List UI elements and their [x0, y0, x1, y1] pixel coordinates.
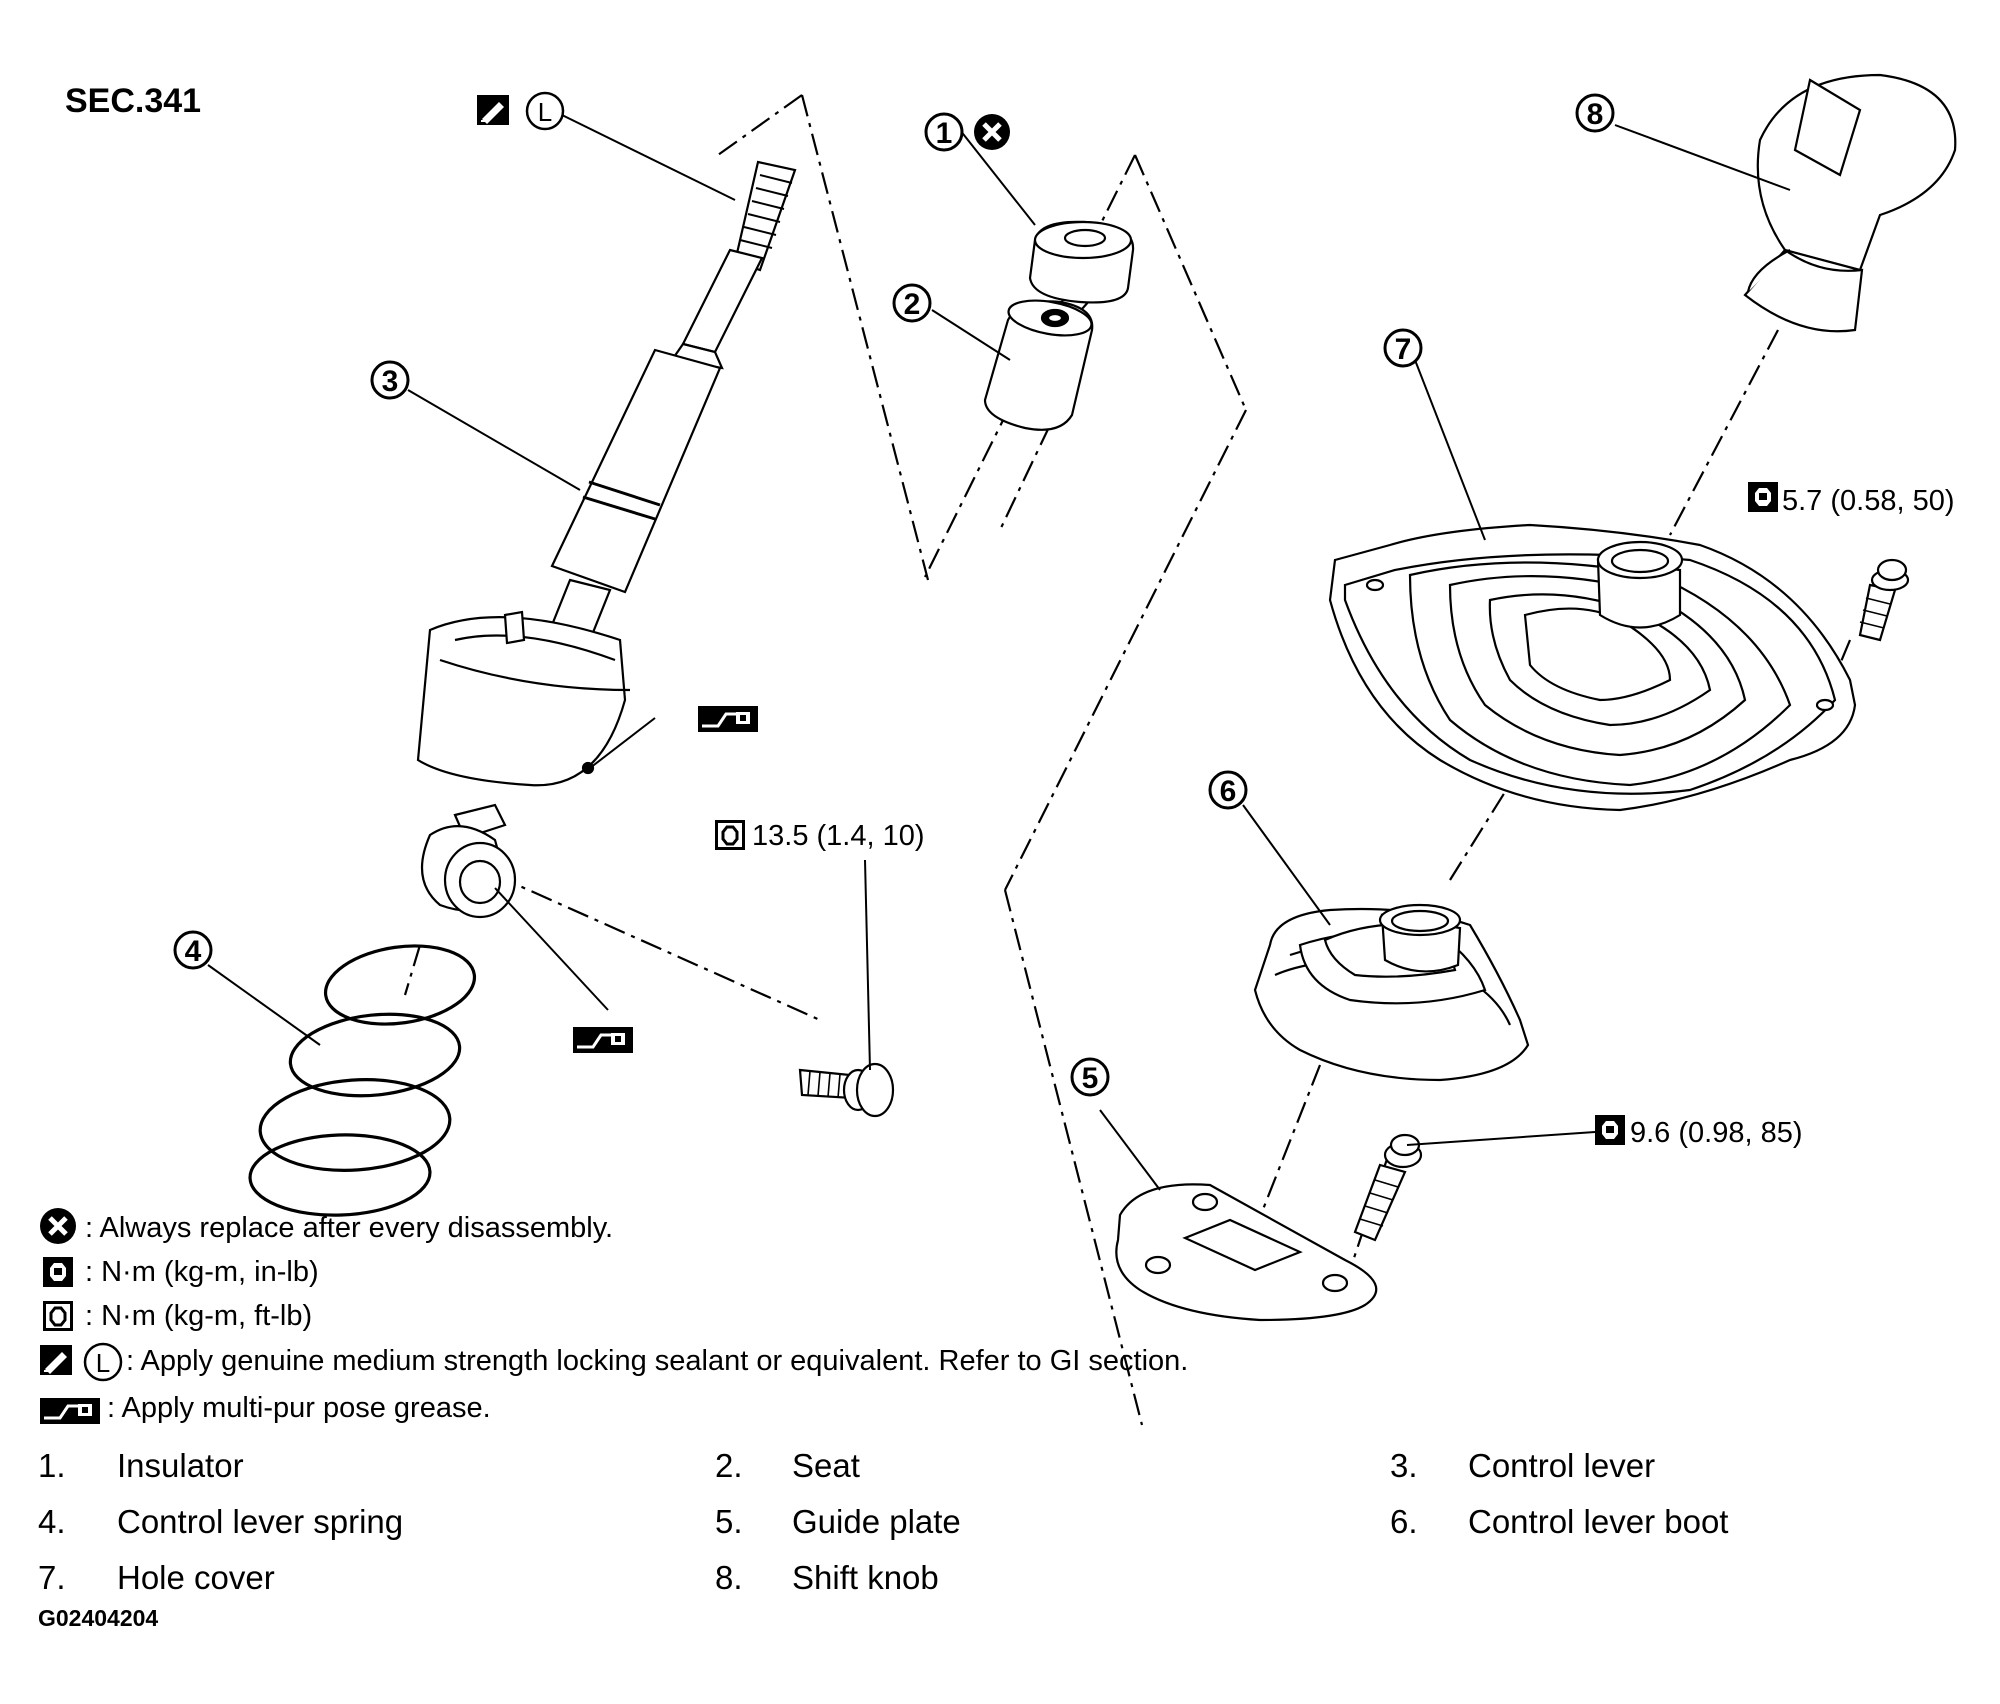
- torque-outline-icon: [41, 1299, 75, 1333]
- list-item-number: 1.: [38, 1447, 66, 1484]
- sealant-icon: [39, 1344, 73, 1376]
- lever-ball-joint: [420, 803, 517, 919]
- callout-6-label: 6: [1220, 775, 1237, 808]
- guide-plate-bolt: [1353, 1133, 1423, 1242]
- legend-replace: : Always replace after every disassembly…: [85, 1212, 614, 1244]
- figure-id: G02404204: [38, 1605, 159, 1631]
- guide-plate: [1115, 1183, 1378, 1322]
- callout-8-label: 8: [1587, 98, 1604, 131]
- torque-outline-icon: [713, 818, 747, 852]
- callout-6: 6: [1208, 770, 1248, 810]
- leader-lines: [207, 114, 1791, 1191]
- legend-sealant-l-label: L: [96, 1348, 110, 1378]
- list-item-name: Shift knob: [792, 1559, 939, 1596]
- list-item-name: Insulator: [117, 1447, 244, 1484]
- grease-icon: [696, 704, 760, 734]
- list-item-number: 3.: [1390, 1447, 1418, 1484]
- legend-nm-ftlb: : N·m (kg-m, ft-lb): [85, 1300, 313, 1332]
- list-item-number: 2.: [715, 1447, 743, 1484]
- replace-icon: [40, 1208, 76, 1244]
- callout-2: 2: [892, 283, 932, 323]
- grease-icon: [38, 1396, 102, 1426]
- torque-solid-icon: [1595, 1115, 1625, 1145]
- lever-bolt: [798, 1062, 895, 1118]
- callout-4: 4: [173, 930, 213, 970]
- list-item-number: 8.: [715, 1559, 743, 1596]
- list-item-number: 4.: [38, 1503, 66, 1540]
- callout-2-label: 2: [904, 288, 921, 321]
- replace-icon: [974, 114, 1010, 150]
- callout-7-label: 7: [1395, 333, 1412, 366]
- callout-3-label: 3: [382, 365, 399, 398]
- legend-sealant: : Apply genuine medium strength locking …: [126, 1345, 1189, 1377]
- grease-icon: [571, 1025, 635, 1055]
- list-item-name: Control lever boot: [1468, 1503, 1729, 1540]
- list-item-name: Control lever: [1468, 1447, 1656, 1484]
- control-lever: [528, 160, 797, 692]
- insulator: [1028, 220, 1135, 304]
- torque-solid-icon: [1748, 482, 1778, 512]
- list-item-number: 5.: [715, 1503, 743, 1540]
- callout-1: 1: [924, 112, 964, 152]
- legend-nm-inlb: : N·m (kg-m, in-lb): [85, 1256, 319, 1288]
- torque-solid-icon: [43, 1257, 73, 1287]
- list-item-name: Control lever spring: [117, 1503, 404, 1540]
- list-item-name: Hole cover: [117, 1559, 275, 1596]
- torque-guide-plate-bolt: 9.6 (0.98, 85): [1630, 1117, 1803, 1149]
- list-item-name: Guide plate: [792, 1503, 961, 1540]
- callout-5: 5: [1070, 1057, 1110, 1097]
- shift-knob: [1743, 73, 1957, 333]
- torque-hole-cover-bolt: 5.7 (0.58, 50): [1782, 485, 1955, 517]
- legend-grease: : Apply multi-pur pose grease.: [107, 1392, 491, 1424]
- list-item-number: 7.: [38, 1559, 66, 1596]
- callout-7: 7: [1383, 328, 1423, 368]
- sealant-l-symbol: L: [525, 91, 565, 131]
- lever-housing: [416, 610, 631, 787]
- callout-3: 3: [370, 360, 410, 400]
- callout-8: 8: [1575, 93, 1615, 133]
- torque-lever-bolt: 13.5 (1.4, 10): [752, 820, 925, 852]
- list-item-number: 6.: [1390, 1503, 1418, 1540]
- control-lever-spring: [248, 944, 477, 1217]
- control-lever-boot: [1253, 903, 1530, 1082]
- callout-5-label: 5: [1082, 1062, 1099, 1095]
- legend-sealant-l-symbol: L: [83, 1342, 123, 1382]
- sealant-icon: [476, 94, 510, 126]
- callout-4-label: 4: [185, 935, 202, 968]
- callout-1-label: 1: [936, 117, 953, 150]
- sealant-l-label: L: [538, 97, 552, 127]
- hole-cover-bolt: [1858, 558, 1910, 642]
- seat: [983, 299, 1094, 431]
- list-item-name: Seat: [792, 1447, 860, 1484]
- hole-cover: [1328, 523, 1857, 812]
- section-title: SEC.341: [65, 82, 202, 120]
